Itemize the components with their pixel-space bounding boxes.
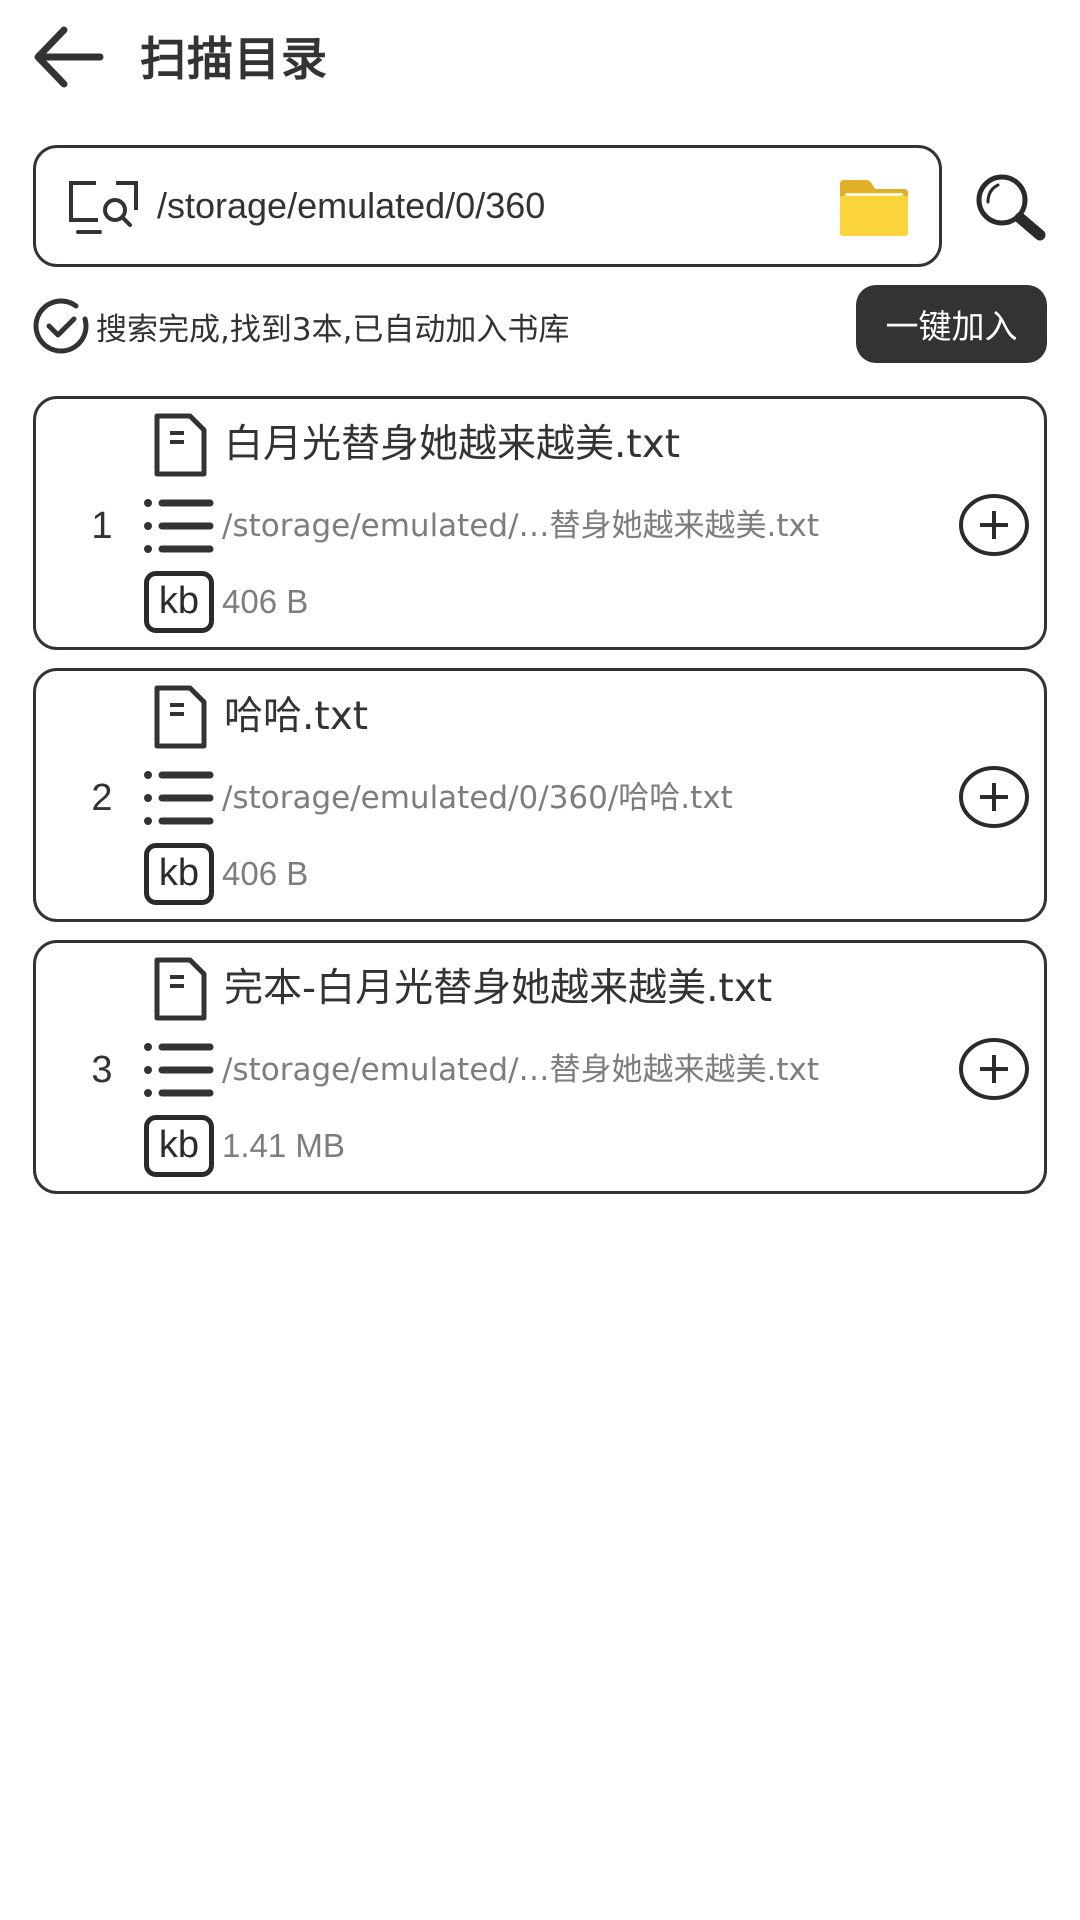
file-size-icon: kb	[144, 1115, 214, 1177]
document-icon	[154, 685, 207, 749]
list-icon	[144, 1043, 214, 1097]
file-path: /storage/emulated/…替身她越来越美.txt	[222, 1052, 820, 1088]
file-card: 2 哈哈.txt /storage/emulated/0/360/哈哈.txt …	[33, 668, 1047, 922]
file-size-icon: kb	[144, 571, 214, 633]
file-path: /storage/emulated/…替身她越来越美.txt	[222, 508, 820, 544]
status-text: 搜索完成,找到3本,已自动加入书库	[96, 311, 570, 348]
plus-circle-icon	[959, 494, 1029, 556]
file-index: 3	[91, 1049, 113, 1091]
back-button[interactable]	[30, 24, 106, 90]
monitor-search-icon	[69, 181, 138, 234]
file-index: 2	[91, 777, 113, 819]
file-path: /storage/emulated/0/360/哈哈.txt	[222, 780, 733, 816]
search-button[interactable]	[972, 172, 1050, 242]
check-circle-icon	[33, 298, 89, 354]
choose-folder-button[interactable]	[836, 178, 912, 238]
file-size: 406 B	[222, 855, 309, 892]
file-size-icon: kb	[144, 843, 214, 905]
file-name: 白月光替身她越来越美.txt	[224, 422, 681, 467]
scan-status: 搜索完成,找到3本,已自动加入书库	[32, 297, 569, 355]
document-icon	[154, 413, 207, 477]
add-file-button[interactable]	[958, 493, 1030, 557]
file-size: 1.41 MB	[222, 1127, 345, 1164]
add-file-button[interactable]	[958, 765, 1030, 829]
file-name: 完本-白月光替身她越来越美.txt	[224, 966, 773, 1011]
add-file-button[interactable]	[958, 1037, 1030, 1101]
plus-circle-icon	[959, 1038, 1029, 1100]
file-card: 3 完本-白月光替身她越来越美.txt /storage/emulated/…替…	[33, 940, 1047, 1194]
list-icon	[144, 771, 214, 825]
app-header: 扫描目录	[0, 0, 1080, 115]
list-icon	[144, 499, 214, 553]
folder-icon	[840, 180, 908, 236]
add-all-button[interactable]: 一键加入	[856, 285, 1047, 363]
file-index: 1	[91, 505, 113, 547]
magnifier-icon	[976, 174, 1046, 241]
file-size: 406 B	[222, 583, 309, 620]
file-list: 1 白月光替身她越来越美.txt /storage/emulated/…替身她越…	[33, 396, 1047, 1212]
file-card: 1 白月光替身她越来越美.txt /storage/emulated/…替身她越…	[33, 396, 1047, 650]
file-name: 哈哈.txt	[224, 694, 369, 739]
page-title: 扫描目录	[140, 32, 328, 86]
directory-path-box	[33, 145, 942, 267]
directory-path-input[interactable]	[157, 148, 817, 264]
document-icon	[154, 957, 207, 1021]
arrow-left-icon	[34, 26, 104, 88]
plus-circle-icon	[959, 766, 1029, 828]
